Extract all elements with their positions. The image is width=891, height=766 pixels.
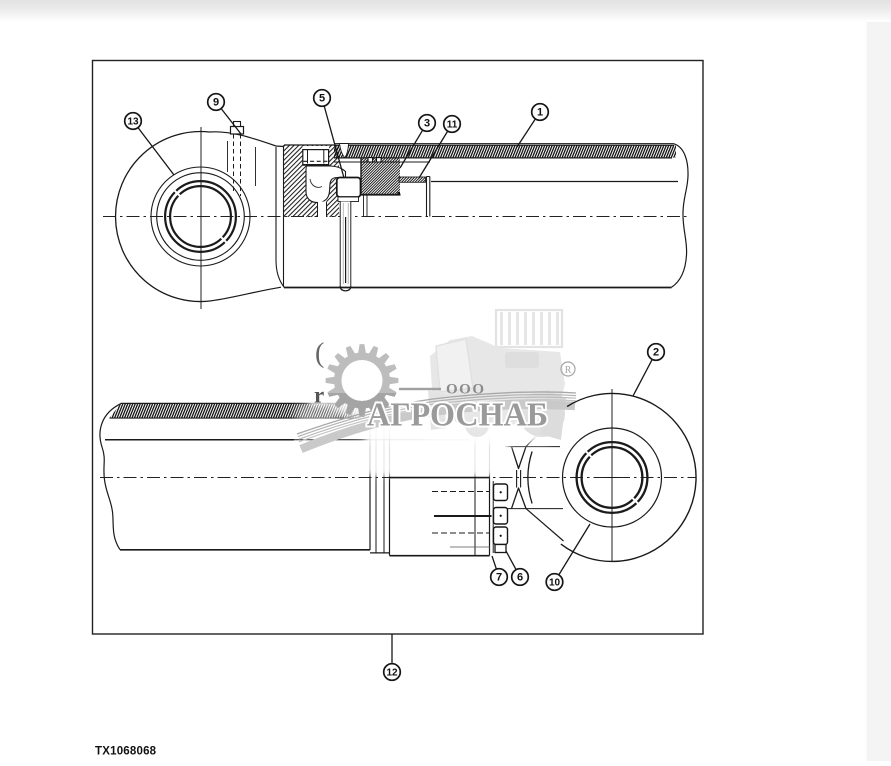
svg-text:9: 9 bbox=[213, 97, 219, 109]
svg-text:R: R bbox=[565, 365, 572, 376]
svg-text:OOO: OOO bbox=[446, 382, 486, 398]
svg-text:13: 13 bbox=[127, 117, 139, 128]
svg-text:r: r bbox=[314, 383, 324, 408]
svg-text:(: ( bbox=[315, 338, 324, 369]
svg-text:12: 12 bbox=[386, 668, 398, 679]
svg-text:3: 3 bbox=[424, 118, 430, 130]
svg-text:1: 1 bbox=[537, 107, 543, 119]
svg-text:6: 6 bbox=[517, 572, 523, 584]
svg-text:TX1068068: TX1068068 bbox=[95, 746, 157, 758]
svg-text:АГРОСНАБ: АГРОСНАБ bbox=[367, 397, 548, 434]
svg-text:5: 5 bbox=[319, 93, 325, 105]
svg-text:11: 11 bbox=[447, 120, 458, 131]
svg-text:7: 7 bbox=[496, 572, 502, 584]
svg-text:10: 10 bbox=[549, 578, 561, 589]
svg-text:2: 2 bbox=[653, 347, 659, 359]
